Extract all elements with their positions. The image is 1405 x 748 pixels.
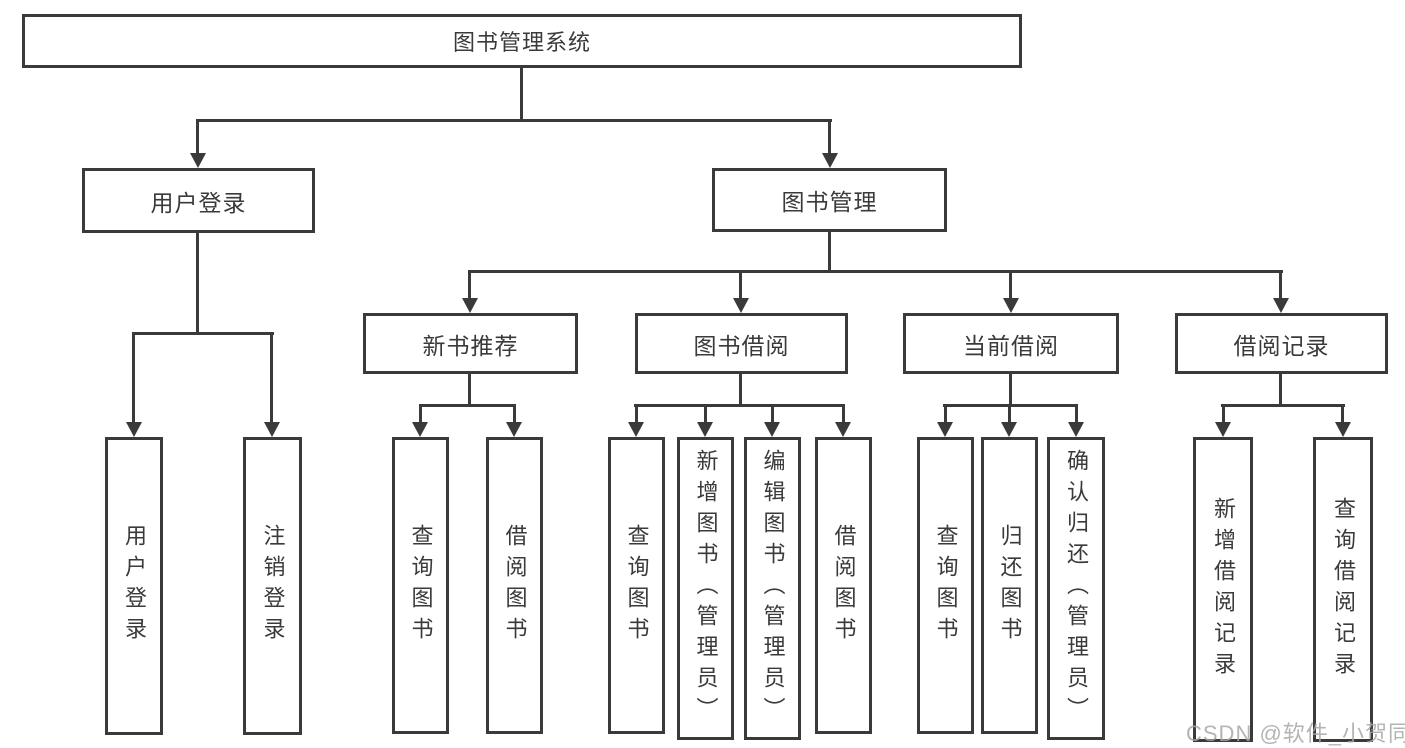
leaf-label: 归还图书 (997, 523, 1023, 648)
connector-line (520, 68, 523, 121)
connector-line (634, 404, 845, 407)
node-book-management: 图书管理 (712, 168, 947, 232)
leaf-label: 确认归还（管理员） (1064, 449, 1089, 728)
csdn-watermark: CSDN @软件_小贺同学 (1186, 721, 1405, 746)
arrow-down-icon (412, 422, 428, 437)
leaf-label: 新增图书（管理员） (693, 449, 719, 728)
connector-line (1009, 270, 1012, 299)
leaf-confirm-return-admin: 确认归还（管理员） (1047, 437, 1105, 740)
connector-line (1222, 404, 1225, 422)
connector-line (1008, 404, 1011, 422)
arrow-down-icon (628, 422, 644, 437)
node-borrowing-records: 借阅记录 (1175, 313, 1388, 374)
leaf-logout: 注销登录 (243, 437, 302, 735)
leaf-query-books-recommend: 查询图书 (392, 437, 449, 734)
arrow-down-icon (1335, 422, 1351, 437)
connector-line (704, 404, 707, 422)
node-root: 图书管理系统 (22, 14, 1022, 68)
connector-line (270, 332, 273, 424)
connector-line (132, 332, 135, 424)
arrow-down-icon (937, 422, 953, 437)
arrow-down-icon (190, 153, 206, 168)
leaf-label: 查询图书 (933, 523, 959, 648)
node-current-borrowing: 当前借阅 (903, 313, 1119, 374)
arrow-down-icon (506, 422, 522, 437)
leaf-return-books: 归还图书 (981, 437, 1038, 734)
leaf-user-login: 用户登录 (105, 437, 163, 735)
leaf-add-borrow-record: 新增借阅记录 (1193, 437, 1253, 742)
arrow-down-icon (764, 422, 780, 437)
leaf-label: 借阅图书 (502, 523, 528, 648)
connector-line (419, 404, 516, 407)
connector-line (196, 119, 199, 155)
leaf-add-book-admin: 新增图书（管理员） (677, 437, 734, 740)
connector-line (468, 270, 471, 299)
connector-line (1341, 404, 1344, 422)
connector-line (1009, 374, 1012, 407)
arrow-down-icon (822, 153, 838, 168)
leaf-borrow-books-borrowing: 借阅图书 (815, 437, 872, 734)
node-new-book-recommend: 新书推荐 (363, 313, 578, 374)
connector-line (771, 404, 774, 422)
leaf-borrow-books-recommend: 借阅图书 (486, 437, 543, 734)
node-book-borrowing: 图书借阅 (635, 313, 848, 374)
leaf-label: 查询图书 (408, 523, 434, 648)
connector-line (132, 332, 274, 335)
connector-line (419, 404, 422, 422)
connector-line (468, 374, 471, 407)
arrow-down-icon (264, 422, 280, 437)
leaf-label: 编辑图书（管理员） (760, 449, 786, 728)
connector-line (196, 119, 832, 122)
arrow-down-icon (1003, 298, 1019, 313)
connector-line (1075, 404, 1078, 422)
leaf-query-books-borrowing: 查询图书 (608, 437, 665, 734)
leaf-label: 查询图书 (624, 523, 650, 648)
connector-line (842, 404, 845, 422)
connector-line (739, 270, 742, 299)
arrow-down-icon (126, 422, 142, 437)
connector-line (1221, 404, 1345, 407)
connector-line (196, 233, 199, 334)
leaf-label: 注销登录 (260, 524, 286, 648)
leaf-query-books-current: 查询图书 (917, 437, 974, 734)
connector-line (1279, 374, 1282, 407)
arrow-down-icon (835, 422, 851, 437)
leaf-label: 查询借阅记录 (1331, 496, 1356, 683)
leaf-query-borrow-record: 查询借阅记录 (1313, 437, 1373, 742)
leaf-label: 新增借阅记录 (1211, 496, 1236, 683)
leaf-edit-book-admin: 编辑图书（管理员） (744, 437, 801, 740)
connector-line (739, 374, 742, 407)
arrow-down-icon (1068, 422, 1084, 437)
connector-line (635, 404, 638, 422)
arrow-down-icon (697, 422, 713, 437)
connector-line (944, 404, 947, 422)
arrow-down-icon (733, 298, 749, 313)
connector-line (828, 119, 831, 155)
arrow-down-icon (1001, 422, 1017, 437)
arrow-down-icon (462, 298, 478, 313)
leaf-label: 用户登录 (122, 524, 147, 648)
connector-line (1279, 270, 1282, 299)
connector-line (513, 404, 516, 422)
arrow-down-icon (1215, 422, 1231, 437)
connector-line (828, 232, 831, 272)
node-user-login: 用户登录 (82, 168, 315, 233)
leaf-label: 借阅图书 (831, 523, 857, 648)
connector-line (468, 270, 1283, 273)
arrow-down-icon (1273, 298, 1289, 313)
